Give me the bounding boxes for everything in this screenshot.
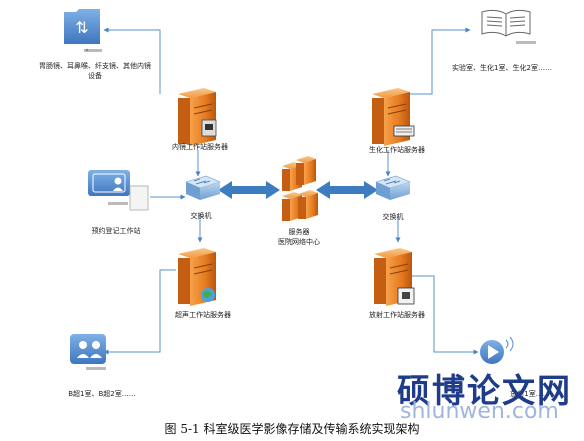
server-center-label: 服务器	[288, 228, 310, 236]
switch-right-icon	[375, 175, 411, 200]
figure-caption: 图 5-1 科室级医学影像存储及传输系统实现架构	[164, 422, 420, 436]
biochem-server-icon	[372, 88, 415, 146]
switch-left-label: 交换机	[190, 212, 212, 220]
radiology-server-label: 放射工作站服务器	[369, 311, 425, 319]
endoscope-devices-label-line2: 设备	[88, 72, 102, 80]
network-center-label: 医院网络中心	[278, 238, 320, 246]
link-endoscope-devices	[103, 27, 161, 94]
link-lab-devices	[408, 27, 471, 95]
radiology-play-icon	[480, 336, 514, 364]
ultrasound-rooms-label: B超1室、B超2室……	[68, 390, 136, 398]
watermark-url: shlunwen.com	[400, 399, 559, 424]
ultrasound-server-icon	[178, 248, 216, 306]
svg-text:⇅: ⇅	[75, 18, 88, 37]
endoscope-server-label: 内镜工作站服务器	[172, 143, 228, 151]
link-radiology-rooms	[410, 275, 479, 355]
lab-rooms-label: 实验室、生化1室、生化2室……	[452, 64, 552, 72]
connector-lines	[103, 27, 479, 355]
double-arrow-right	[316, 181, 378, 199]
radiology-rooms-label: 放射1室……	[510, 390, 550, 398]
registration-card-icon	[88, 170, 149, 211]
endoscope-devices-label: 胃肠镜、耳鼻喉、纤支镜、其他内镜	[39, 62, 151, 70]
switch-left-icon	[185, 175, 221, 200]
watermark-text: 硕博论文网	[397, 371, 572, 410]
radiology-server-icon	[374, 248, 415, 306]
lab-book-icon	[481, 9, 536, 44]
ultrasound-server-label: 超声工作站服务器	[175, 311, 231, 319]
double-arrow-left	[218, 181, 280, 199]
network-center-servers-icon	[282, 156, 318, 221]
ultrasound-room-icon	[70, 334, 106, 370]
endoscope-device-icon: ⇅	[64, 9, 102, 52]
switch-right-label: 交换机	[382, 213, 404, 221]
endoscope-server-icon	[178, 88, 217, 146]
registration-label: 预约登记工作站	[91, 227, 141, 235]
link-ultrasound-rooms	[103, 269, 176, 355]
biochem-server-label: 生化工作站服务器	[369, 146, 425, 154]
